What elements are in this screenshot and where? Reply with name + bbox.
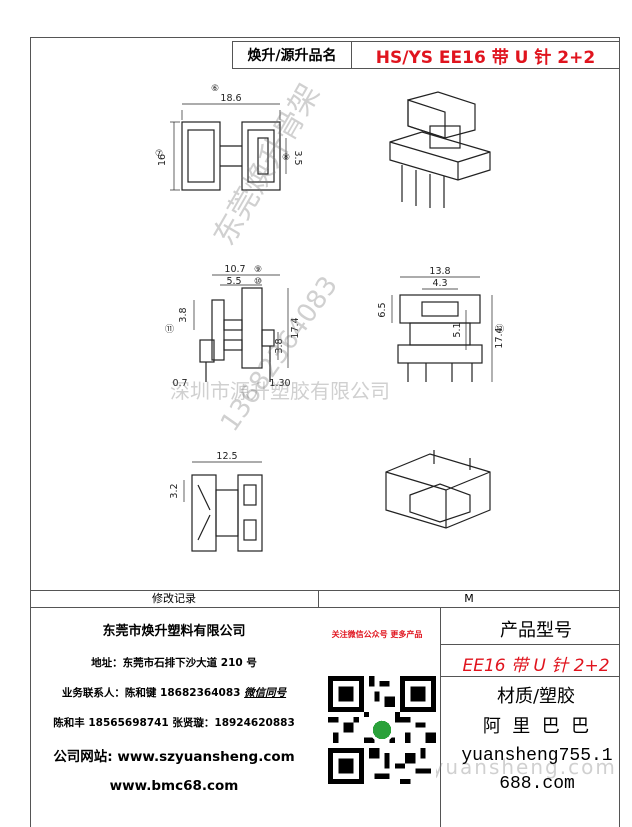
dim-side-width: 10.7 <box>224 264 245 275</box>
product-name-value: HS/YS EE16 带 U 针 2+2 <box>352 41 620 69</box>
dim-front-inner: 4.3 <box>432 278 447 289</box>
revision-value: M <box>464 592 474 605</box>
right-row-line-1 <box>440 644 620 645</box>
watermark-company: 深圳市源升塑胶有限公司 <box>170 379 390 403</box>
qr-title: 关注微信公众号 更多产品 <box>331 630 423 639</box>
wechat-same: 微信同号 <box>244 687 287 699</box>
dim-front-width: 13.8 <box>429 266 450 277</box>
table-top-line <box>30 590 620 591</box>
dim-front-mid: 5.1 <box>452 322 463 337</box>
side-view <box>193 274 289 382</box>
company-name: 东莞市焕升塑料有限公司 <box>102 624 246 639</box>
ref-mark: ⑪ <box>165 324 174 335</box>
company-address: 地址：东莞市石排下沙大道 210 号 <box>91 657 257 669</box>
table-col-line <box>318 590 319 607</box>
dim-side-a: 3.8 <box>178 307 189 322</box>
dim-top-height: 16 <box>157 154 168 166</box>
front-view <box>391 276 493 382</box>
right-row-line-2 <box>440 676 620 677</box>
ref-mark: ⑫ <box>495 324 504 335</box>
dim-bottom-width: 12.5 <box>216 451 237 462</box>
ref-mark: ⑨ <box>254 265 262 275</box>
model-label: 产品型号 <box>500 620 572 641</box>
company-website-2[interactable]: www.bmc68.com <box>109 778 239 794</box>
model-value: EE16 带 U 针 2+2 <box>462 656 610 676</box>
table-row-line <box>30 607 620 608</box>
ref-mark: ⑦ <box>155 149 163 159</box>
ref-mark: ⑧ <box>282 153 290 163</box>
company-contact-2: 陈和丰 18565698741 张贤璇：18924620883 <box>53 717 295 729</box>
bottom-view <box>183 461 263 552</box>
dim-side-inner: 5.5 <box>226 276 241 287</box>
ref-mark: ⑥ <box>211 84 219 94</box>
top-view <box>170 103 287 191</box>
revision-label: 修改记录 <box>152 592 196 605</box>
qr-code-icon[interactable] <box>328 676 436 784</box>
company-contact-1: 业务联系人：陈和键 18682364083 微信同号 <box>36 685 312 700</box>
dim-front-left: 6.5 <box>377 302 388 317</box>
technical-drawing: 18.6 16 3.5 10.7 5.5 17.4 3.8 3.8 0.7 1.… <box>155 84 505 552</box>
product-name-label: 焕升/源升品名 <box>232 41 352 69</box>
company-website[interactable]: 公司网站: www.szyuansheng.com <box>53 749 295 765</box>
dim-top-slot: 3.5 <box>292 150 303 165</box>
contact-1-text: 业务联系人：陈和键 18682364083 <box>61 687 245 699</box>
dim-pin-a: 0.7 <box>172 378 187 389</box>
dim-bottom-height: 3.2 <box>169 483 180 498</box>
dim-side-b: 3.8 <box>274 338 285 353</box>
material-label: 材质/塑胶 <box>496 686 576 707</box>
iso-view-2 <box>385 450 491 529</box>
drawing-frame <box>30 37 620 827</box>
dim-front-right: 17.4 <box>494 327 505 348</box>
iso-view-1 <box>389 91 491 208</box>
dim-pin-b: 1.30 <box>269 378 290 389</box>
dim-side-height: 17.4 <box>290 317 301 338</box>
dim-top-width: 18.6 <box>220 93 241 104</box>
alibaba-label: 阿 里 巴 巴 <box>482 716 590 737</box>
ref-mark: ⑩ <box>254 277 262 287</box>
right-col-line <box>440 607 441 827</box>
shop-url[interactable]: yuansheng755.1688.com <box>461 746 613 794</box>
